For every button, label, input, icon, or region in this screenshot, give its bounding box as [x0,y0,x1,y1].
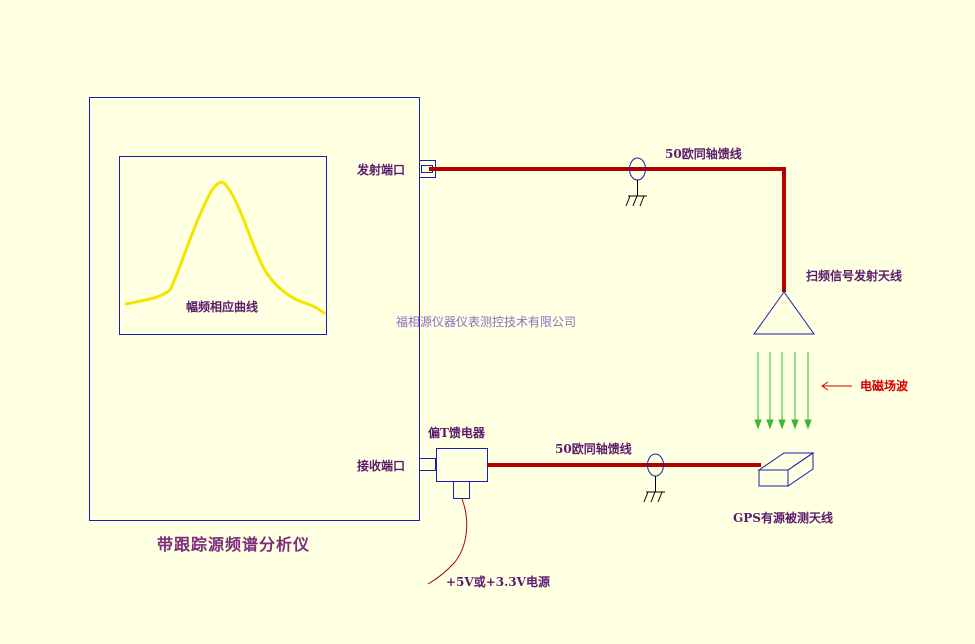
bias-tee-dc-port [453,481,470,499]
sweep-antenna-triangle [753,291,815,335]
em-wave-label: 电磁场波 [860,379,909,393]
bias-tee-label: 偏T馈电器 [428,426,485,440]
company-watermark: 福相源仪器仪表测控技术有限公司 [396,315,577,329]
coax-cable-top [429,167,786,292]
gps-antenna-patch [757,452,815,487]
bias-tee-body [436,448,488,482]
em-wave-pointer-arrow [821,381,852,391]
analyzer-screen [119,156,327,335]
coax-bottom-label: 50欧同轴馈线 [555,442,632,456]
power-cable [427,498,468,585]
spectrum-analyzer-box [89,97,420,521]
tx-port-label: 发射端口 [357,163,406,177]
gps-antenna-label: GPS有源被测天线 [733,511,833,525]
frequency-response-curve [124,180,326,315]
sweep-antenna-label: 扫频信号发射天线 [806,269,903,283]
rx-port-connector [419,458,436,471]
coax-top-label: 50欧同轴馈线 [665,147,742,161]
em-wave-arrows [754,352,812,430]
power-supply-label: +5V或+3.3V电源 [446,575,550,589]
ground-symbol-bottom [643,453,665,503]
rx-port-label: 接收端口 [357,459,406,473]
curve-label: 幅频相应曲线 [186,300,259,314]
ground-symbol-top [625,157,647,207]
instrument-caption: 带跟踪源频谱分析仪 [157,535,311,554]
